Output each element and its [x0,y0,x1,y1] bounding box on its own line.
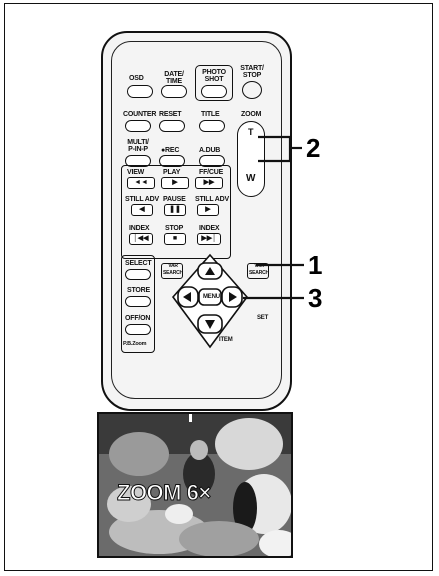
callout-2: 2 [306,135,320,161]
callout-2-bracket [258,137,290,161]
viewfinder-photo: ZOOM 6× [97,412,293,558]
callout-1: 1 [308,252,322,278]
callout-3: 3 [308,285,322,311]
zoom-overlay-text: ZOOM 6× [117,480,211,506]
